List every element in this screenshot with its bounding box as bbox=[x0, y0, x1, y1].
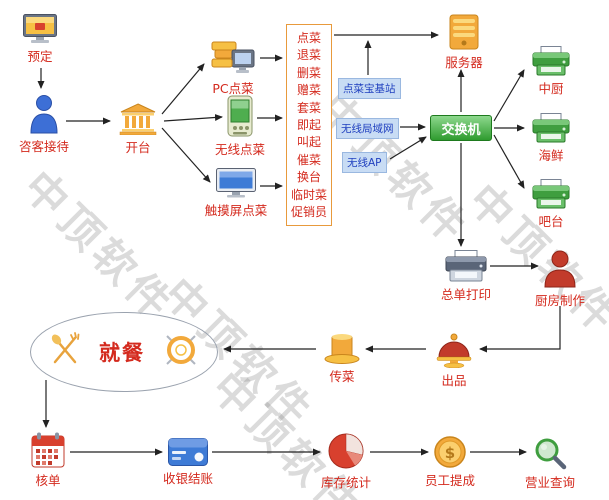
node-master-print: 总单打印 bbox=[438, 250, 494, 303]
person-icon bbox=[29, 94, 59, 134]
order-function: 退菜 bbox=[296, 48, 321, 63]
dollar-glyph: $ bbox=[445, 444, 455, 462]
order-function: 套菜 bbox=[296, 100, 321, 115]
node-staff-commission: $ 员工提成 bbox=[418, 436, 482, 489]
node-label: 咨客接待 bbox=[18, 139, 69, 154]
label-wlan: 无线局域网 bbox=[336, 118, 399, 139]
printer-gray-icon bbox=[445, 250, 487, 282]
node-seafood: 海鲜 bbox=[528, 113, 574, 164]
order-function: 叫起 bbox=[296, 135, 321, 150]
node-pc-order: PC点菜 bbox=[205, 40, 261, 97]
node-kitchen-make: 厨房制作 bbox=[532, 248, 588, 309]
node-label: 触摸屏点菜 bbox=[204, 203, 268, 218]
order-function: 换台 bbox=[296, 170, 321, 185]
node-bar: 吧台 bbox=[528, 179, 574, 230]
order-function: 赠菜 bbox=[296, 83, 321, 98]
node-reservation: 预定 bbox=[16, 14, 64, 65]
node-label: 收银结账 bbox=[162, 471, 213, 486]
chef-icon bbox=[543, 248, 577, 288]
order-function: 促销员 bbox=[290, 205, 327, 220]
printer-green-icon bbox=[532, 113, 570, 143]
node-server: 服务器 bbox=[438, 14, 490, 71]
node-cashier: 收银结账 bbox=[156, 438, 220, 487]
cloche-icon bbox=[435, 332, 473, 369]
node-label: 员工提成 bbox=[424, 473, 475, 488]
order-functions-panel: 点菜 退菜 删菜 赠菜 套菜 即起 叫起 催菜 换台 临时菜 促销员 bbox=[286, 24, 332, 226]
node-order-check: 核单 bbox=[24, 432, 72, 489]
node-dish-delivery: 传菜 bbox=[318, 332, 366, 385]
order-function: 删菜 bbox=[296, 65, 321, 80]
calendar-icon bbox=[31, 432, 65, 468]
order-function: 临时菜 bbox=[290, 187, 327, 202]
server-icon bbox=[447, 14, 481, 50]
node-label: 无线点菜 bbox=[214, 142, 265, 157]
printer-green-icon bbox=[532, 179, 570, 209]
bank-icon bbox=[118, 103, 158, 136]
node-label: 预定 bbox=[27, 49, 53, 64]
node-label: PC点菜 bbox=[212, 81, 254, 96]
cutlery-icon bbox=[49, 332, 81, 372]
coin-icon: $ bbox=[434, 436, 466, 468]
node-label: 出品 bbox=[441, 373, 467, 388]
node-dish-out: 出品 bbox=[430, 332, 478, 389]
node-switch: 交换机 bbox=[430, 115, 492, 141]
switch-label: 交换机 bbox=[441, 122, 481, 138]
card-icon bbox=[168, 438, 208, 466]
node-touch-order: 触摸屏点菜 bbox=[200, 168, 272, 219]
node-label: 海鲜 bbox=[538, 148, 564, 163]
order-function: 即起 bbox=[296, 117, 321, 132]
monitor-gold-icon bbox=[23, 14, 57, 44]
node-label: 中厨 bbox=[538, 81, 564, 96]
node-label: 传菜 bbox=[329, 369, 355, 384]
hat-icon bbox=[324, 332, 360, 364]
node-label: 核单 bbox=[35, 473, 61, 488]
label-base-station: 点菜宝基站 bbox=[338, 78, 401, 99]
node-label: 开台 bbox=[125, 140, 151, 155]
node-label: 总单打印 bbox=[440, 287, 491, 302]
pie-chart-icon bbox=[327, 432, 365, 470]
pc-books-icon bbox=[210, 40, 256, 76]
node-label: 营业查询 bbox=[524, 475, 575, 490]
magnifier-icon bbox=[533, 436, 567, 470]
node-kitchen-chinese: 中厨 bbox=[528, 46, 574, 97]
node-label: 厨房制作 bbox=[534, 293, 585, 308]
label-wireless-ap: 无线AP bbox=[342, 152, 387, 173]
pda-icon bbox=[227, 95, 253, 137]
dining-area: 就餐 bbox=[30, 312, 218, 392]
order-function: 催菜 bbox=[296, 152, 321, 167]
monitor-blue-icon bbox=[216, 168, 256, 198]
node-business-query: 营业查询 bbox=[518, 436, 582, 491]
printer-green-icon bbox=[532, 46, 570, 76]
node-label: 吧台 bbox=[538, 214, 564, 229]
node-open-table: 开台 bbox=[110, 103, 166, 156]
plate-icon bbox=[163, 332, 199, 372]
node-inventory-stats: 库存统计 bbox=[314, 432, 378, 491]
node-wireless-order: 无线点菜 bbox=[212, 95, 268, 158]
node-label: 服务器 bbox=[445, 55, 483, 70]
node-hostess: 咨客接待 bbox=[14, 94, 74, 155]
order-function: 点菜 bbox=[296, 30, 321, 45]
dining-label: 就餐 bbox=[99, 341, 145, 365]
node-label: 库存统计 bbox=[320, 475, 371, 490]
